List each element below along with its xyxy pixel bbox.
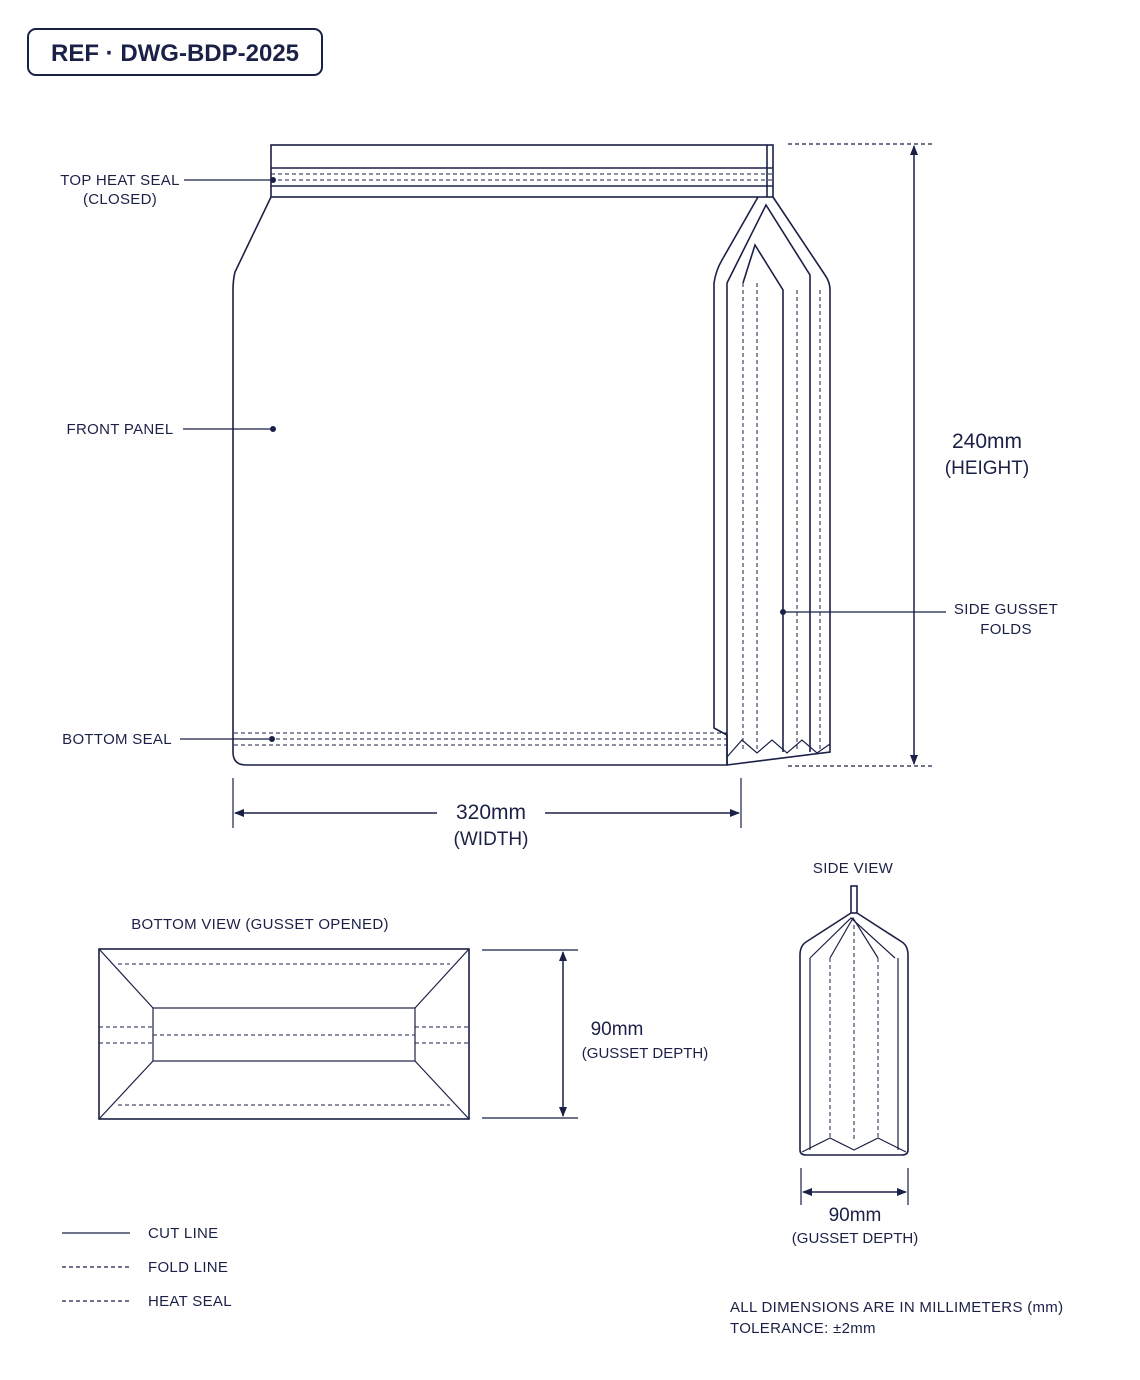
leader-dot: [270, 426, 276, 432]
callout-top-seal-sublabel: (CLOSED): [83, 191, 157, 208]
bottom-view-title: BOTTOM VIEW (GUSSET OPENED): [131, 916, 389, 933]
side-view-seal-fin: [850, 885, 858, 914]
reference-text: REF · DWG-BDP-2025: [51, 40, 299, 67]
callout-side-gusset-label: SIDE GUSSET: [954, 601, 1058, 618]
callout-top-seal: TOP HEAT SEAL (CLOSED): [60, 172, 276, 208]
legend-label-heat-seal: HEAT SEAL: [148, 1293, 232, 1310]
bottom-view: BOTTOM VIEW (GUSSET OPENED) 90mm (GUSSET…: [98, 916, 708, 1120]
front-view: [232, 144, 831, 766]
width-label: (WIDTH): [454, 829, 529, 850]
reference-badge: REF · DWG-BDP-2025: [27, 28, 323, 76]
note-units: ALL DIMENSIONS ARE IN MILLIMETERS (mm): [730, 1299, 1063, 1316]
side-view-fold: [829, 916, 879, 959]
top-seal-band: [270, 144, 774, 198]
side-view: SIDE VIEW 90mm (GUSSET DEPTH): [792, 860, 918, 1247]
width-dimension: 320mm (WIDTH): [232, 778, 742, 850]
side-view-title: SIDE VIEW: [813, 860, 894, 877]
height-label: (HEIGHT): [945, 458, 1029, 479]
side-gusset-fold: [742, 243, 784, 752]
legend-label-cut-line: CUT LINE: [148, 1225, 218, 1242]
bottom-view-fold: [98, 1060, 154, 1120]
bottom-view-fold: [414, 948, 470, 1009]
callout-top-seal-label: TOP HEAT SEAL: [60, 172, 180, 189]
front-panel-outline: [232, 196, 759, 766]
width-value: 320mm: [456, 801, 526, 824]
reference-box: [27, 28, 323, 76]
legend: CUT LINE FOLD LINE HEAT SEAL: [62, 1225, 232, 1310]
side-gusset-value: 90mm: [829, 1205, 882, 1226]
leader-dot: [780, 609, 786, 615]
bottom-view-outline: [98, 948, 470, 1120]
height-value: 240mm: [952, 430, 1022, 453]
notes: ALL DIMENSIONS ARE IN MILLIMETERS (mm) T…: [730, 1299, 1063, 1337]
side-gusset-fold: [726, 203, 811, 752]
legend-label-fold-line: FOLD LINE: [148, 1259, 228, 1276]
note-tolerance: TOLERANCE: ±2mm: [730, 1320, 876, 1337]
gusset-depth-label: (GUSSET DEPTH): [582, 1045, 708, 1062]
callout-bottom-seal: BOTTOM SEAL: [62, 731, 275, 748]
side-gusset-label: (GUSSET DEPTH): [792, 1230, 918, 1247]
callout-side-gusset: SIDE GUSSET FOLDS: [780, 601, 1058, 638]
callout-front-panel: FRONT PANEL: [67, 421, 276, 438]
side-view-base-pleats: [801, 1137, 907, 1153]
bottom-view-fold: [414, 1060, 470, 1120]
callout-side-gusset-sublabel: FOLDS: [980, 621, 1032, 638]
callout-front-panel-label: FRONT PANEL: [67, 421, 174, 438]
side-gusset-pleats: [726, 739, 831, 758]
side-view-outline: [799, 912, 909, 1156]
side-gusset-outline: [726, 196, 831, 766]
bottom-view-base: [152, 1007, 416, 1062]
gusset-depth-value: 90mm: [591, 1019, 644, 1040]
height-dimension: 240mm (HEIGHT): [788, 143, 1029, 767]
bottom-view-fold: [98, 948, 154, 1009]
callout-bottom-seal-label: BOTTOM SEAL: [62, 731, 172, 748]
side-view-fold: [809, 917, 896, 959]
leader-dot: [269, 736, 275, 742]
leader-dot: [270, 177, 276, 183]
